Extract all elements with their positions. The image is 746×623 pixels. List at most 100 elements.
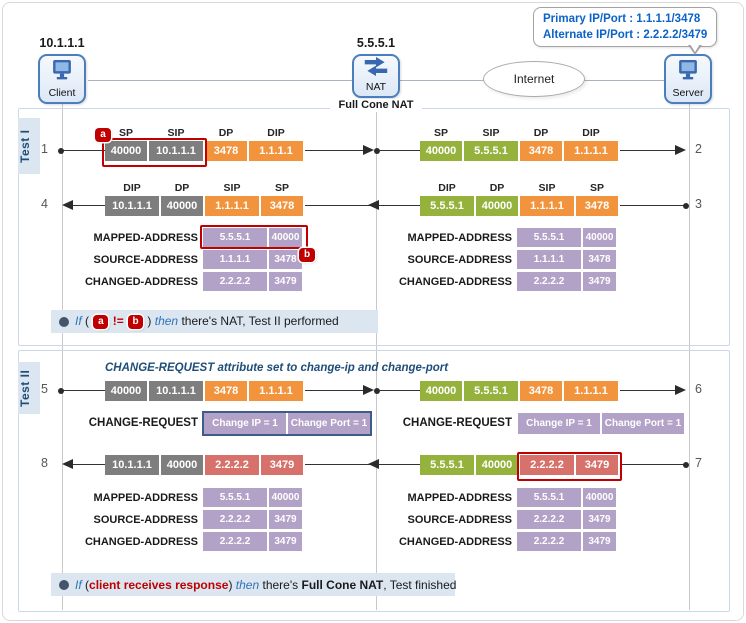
change-request-note: CHANGE-REQUEST attribute set to change-i… bbox=[105, 362, 449, 374]
packet-cell: 3479 bbox=[261, 455, 303, 475]
packet-cell: 10.1.1.1 bbox=[105, 455, 159, 475]
attr-port: 3479 bbox=[269, 272, 302, 291]
packet-cell: 3478 bbox=[520, 141, 562, 161]
attr-row: SOURCE-ADDRESS 1.1.1.1 3478 bbox=[352, 250, 616, 269]
change-port-cell: Change Port = 1 bbox=[288, 412, 370, 434]
field-label-sp: SP bbox=[274, 182, 289, 194]
test2-conclusion-text: If (client receives response) then there… bbox=[75, 577, 457, 592]
packet-msg3: DIP DP SIP SP 5.5.5.1 40000 1.1.1.1 3478 bbox=[420, 182, 620, 216]
attr-row: MAPPED-ADDRESS 5.5.5.1 40000 bbox=[352, 228, 616, 247]
msg4-number: 4 bbox=[41, 197, 48, 211]
msg7-arrowhead bbox=[368, 459, 379, 469]
packet-cell: 3478 bbox=[576, 196, 618, 216]
field-label-sip: SIP bbox=[482, 127, 500, 139]
packet-msg1: SP SIP DP DIP 40000 10.1.1.1 3478 1.1.1.… bbox=[95, 127, 305, 167]
attr-ip: 1.1.1.1 bbox=[517, 250, 581, 269]
nat-node-label: NAT bbox=[365, 81, 387, 93]
msg3-origin-dot bbox=[683, 203, 689, 209]
packet-msg4: DIP DP SIP SP 10.1.1.1 40000 1.1.1.1 347… bbox=[105, 182, 305, 216]
client-node: Client bbox=[38, 54, 86, 104]
monitor-icon bbox=[675, 59, 701, 87]
test1-conclusion: If ( a != b ) then there's NAT, Test II … bbox=[51, 310, 378, 333]
attr-row: SOURCE-ADDRESS 1.1.1.1 3478 bbox=[38, 250, 302, 269]
change-ip-cell: Change IP = 1 bbox=[204, 412, 286, 434]
attr-row: CHANGED-ADDRESS 2.2.2.2 3479 bbox=[352, 532, 616, 551]
attr-label: CHANGED-ADDRESS bbox=[398, 535, 512, 548]
callout-alternate-line: Alternate IP/Port : 2.2.2.2/3479 bbox=[543, 29, 708, 41]
change-request-client: CHANGE-REQUEST Change IP = 1 Change Port… bbox=[38, 410, 372, 436]
change-port-cell: Change Port = 1 bbox=[602, 412, 684, 434]
field-label-dip: DIP bbox=[438, 182, 456, 194]
msg4-arrowhead bbox=[62, 200, 73, 210]
packet-cell: 10.1.1.1 bbox=[149, 141, 203, 161]
test2-conclusion: If (client receives response) then there… bbox=[51, 573, 457, 596]
attr-ip: 2.2.2.2 bbox=[517, 272, 581, 291]
badge-b-inline: b bbox=[128, 315, 144, 329]
attr-port: 3478 bbox=[269, 250, 302, 269]
attr-label: CHANGED-ADDRESS bbox=[84, 275, 198, 288]
server-node: Server bbox=[664, 54, 712, 104]
packet-cell: 1.1.1.1 bbox=[564, 141, 618, 161]
badge-a: a bbox=[95, 124, 111, 142]
callout-primary-line: Primary IP/Port : 1.1.1.1/3478 bbox=[543, 13, 701, 25]
nat-ip-label: 5.5.5.1 bbox=[356, 36, 396, 50]
field-label-sip: SIP bbox=[223, 182, 241, 194]
highlight-b-outline bbox=[200, 225, 308, 249]
internet-cloud: Internet bbox=[483, 61, 585, 97]
msg2-arrowhead bbox=[675, 145, 686, 155]
client-lifeline bbox=[62, 104, 63, 610]
attr-ip: 2.2.2.2 bbox=[517, 532, 581, 551]
attr-row: CHANGED-ADDRESS 2.2.2.2 3479 bbox=[352, 272, 616, 291]
attr-ip: 5.5.5.1 bbox=[203, 228, 267, 247]
change-request-label: CHANGE-REQUEST bbox=[88, 417, 198, 429]
msg2-number: 2 bbox=[695, 142, 702, 156]
attr-row: SOURCE-ADDRESS 2.2.2.2 3479 bbox=[38, 510, 302, 529]
packet-cell: 5.5.5.1 bbox=[464, 141, 518, 161]
change-request-boxes: Change IP = 1 Change Port = 1 bbox=[516, 411, 686, 436]
packet-cell: 40000 bbox=[476, 455, 518, 475]
highlight-a-outline bbox=[102, 138, 207, 167]
attr-label: CHANGED-ADDRESS bbox=[398, 275, 512, 288]
msg1-number: 1 bbox=[41, 142, 48, 156]
packet-cell: 1.1.1.1 bbox=[249, 141, 303, 161]
change-ip-cell: Change IP = 1 bbox=[518, 412, 600, 434]
msg5-arrowhead bbox=[363, 385, 374, 395]
attr-port: 3479 bbox=[583, 272, 616, 291]
packet-cell: 2.2.2.2 bbox=[205, 455, 259, 475]
test1-client-attrs: MAPPED-ADDRESS 5.5.5.1 40000 SOURCE-ADDR… bbox=[38, 225, 315, 294]
attr-label: SOURCE-ADDRESS bbox=[407, 253, 512, 266]
msg3-number: 3 bbox=[695, 197, 702, 211]
msg6-origin-dot bbox=[374, 388, 380, 394]
packet-cell: 40000 bbox=[420, 141, 462, 161]
callout-tail-inner bbox=[690, 44, 700, 52]
attr-port: 40000 bbox=[583, 488, 616, 507]
packet-cell: 40000 bbox=[105, 381, 147, 401]
field-label-dip: DIP bbox=[123, 182, 141, 194]
packet-cell: 40000 bbox=[476, 196, 518, 216]
attr-label: SOURCE-ADDRESS bbox=[93, 253, 198, 266]
change-request-label: CHANGE-REQUEST bbox=[402, 417, 512, 429]
msg5-origin-dot bbox=[58, 388, 64, 394]
packet-cell: 3479 bbox=[576, 455, 618, 475]
msg6-number: 6 bbox=[695, 382, 702, 396]
field-label-sp: SP bbox=[433, 127, 448, 139]
msg7-origin-dot bbox=[683, 462, 689, 468]
badge-a-inline: a bbox=[93, 315, 109, 329]
attr-ip: 2.2.2.2 bbox=[517, 510, 581, 529]
field-label-sp: SP bbox=[589, 182, 604, 194]
field-label-dp: DP bbox=[533, 127, 549, 139]
field-label-dip: DIP bbox=[267, 127, 285, 139]
attr-label: MAPPED-ADDRESS bbox=[407, 491, 512, 504]
change-request-server: CHANGE-REQUEST Change IP = 1 Change Port… bbox=[352, 410, 686, 436]
test2-section bbox=[18, 350, 730, 612]
packet-cell: 3478 bbox=[261, 196, 303, 216]
bullet-icon bbox=[59, 579, 69, 590]
bullet-icon bbox=[59, 316, 69, 327]
server-callout: Primary IP/Port : 1.1.1.1/3478 Alternate… bbox=[533, 7, 718, 47]
attr-label: MAPPED-ADDRESS bbox=[93, 491, 198, 504]
packet-msg5: 40000 10.1.1.1 3478 1.1.1.1 bbox=[105, 381, 305, 401]
attr-port: 40000 bbox=[583, 228, 616, 247]
attr-row: MAPPED-ADDRESS 5.5.5.1 40000 bbox=[38, 228, 302, 247]
